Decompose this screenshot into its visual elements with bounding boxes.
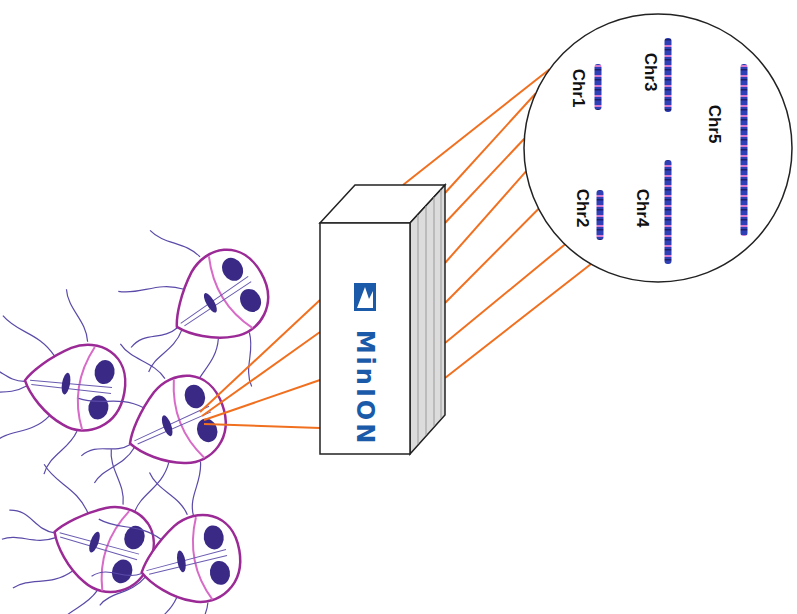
read-line (445, 264, 591, 378)
giardia-cell (50, 318, 255, 544)
read-line (445, 209, 539, 303)
read-line (445, 139, 524, 223)
read-line (445, 171, 526, 263)
sequencer-outline (318, 183, 447, 456)
sequencer-device: MinION (318, 183, 447, 456)
read-line (445, 244, 565, 343)
read-line (445, 94, 536, 194)
chromosome-label: Chr4 (634, 189, 651, 228)
chromosome-label: Chr3 (642, 53, 659, 92)
chromosome-label: Chr2 (574, 189, 591, 228)
sampling-lines (200, 300, 320, 428)
chromosome-label: Chr5 (706, 105, 723, 144)
chromosome-circle: Chr1Chr2 Chr3Chr4 Chr5 (522, 12, 794, 284)
giardia-cell (0, 276, 140, 485)
giardia-cell (76, 460, 256, 614)
device-label: MinION (353, 330, 377, 447)
chromosome-label: Chr1 (570, 69, 587, 108)
